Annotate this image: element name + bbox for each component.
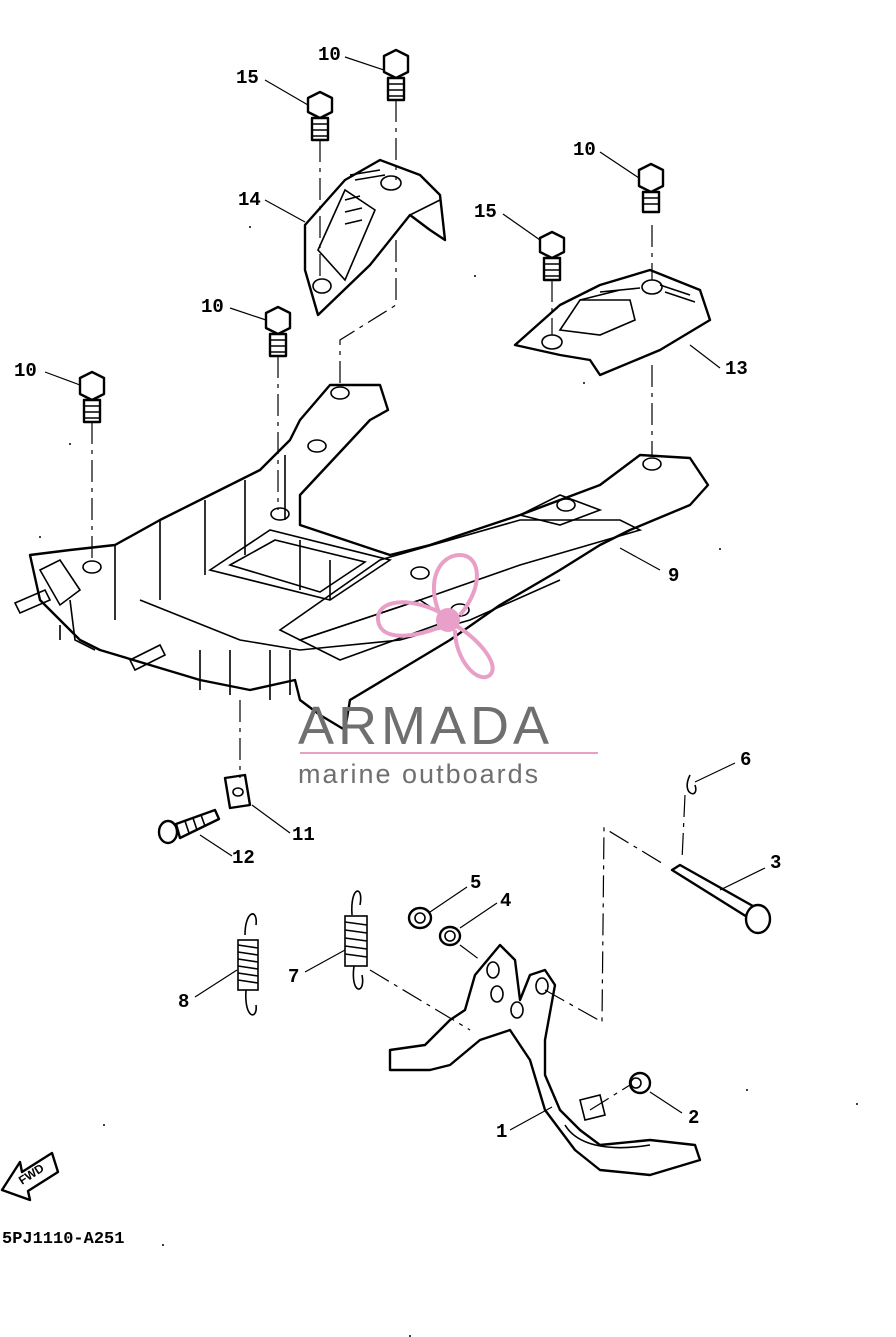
callout-9: 9 bbox=[668, 565, 679, 587]
clip-part-11 bbox=[223, 773, 252, 810]
watermark-tagline: marine outboards bbox=[298, 759, 540, 789]
callout-15: 15 bbox=[474, 201, 497, 223]
callout-5: 5 bbox=[470, 872, 481, 894]
bolt-15-left bbox=[306, 90, 334, 142]
bolt-10-left bbox=[78, 370, 106, 424]
callout-12: 12 bbox=[232, 847, 255, 869]
bolt-10-right bbox=[637, 162, 665, 214]
callout-labels: 10 15 14 10 15 10 10 13 9 6 11 12 3 5 4 … bbox=[14, 44, 781, 1143]
cover-part-14 bbox=[303, 158, 447, 317]
callout-14: 14 bbox=[238, 189, 261, 211]
callout-15: 15 bbox=[236, 67, 259, 89]
washer-part-2 bbox=[628, 1071, 652, 1095]
frame-part-9 bbox=[13, 383, 710, 732]
watermark-brand: ARMADA bbox=[298, 696, 553, 756]
callout-8: 8 bbox=[178, 991, 189, 1013]
alignment-lines bbox=[91, 100, 686, 1111]
propeller-logo-icon bbox=[376, 552, 495, 680]
callout-4: 4 bbox=[500, 890, 511, 912]
callout-10: 10 bbox=[318, 44, 341, 66]
fwd-direction-arrow: FWD bbox=[0, 1151, 60, 1202]
callout-7: 7 bbox=[288, 966, 299, 988]
spring-part-7 bbox=[344, 890, 368, 990]
callout-3: 3 bbox=[770, 852, 781, 874]
washer-part-5 bbox=[407, 906, 433, 930]
callout-2: 2 bbox=[688, 1107, 699, 1129]
bolt-10-top bbox=[382, 48, 410, 102]
callout-6: 6 bbox=[740, 749, 751, 771]
leader-lines bbox=[44, 56, 766, 1131]
watermark-logo: ARMADA marine outboards bbox=[298, 552, 598, 789]
cover-part-13 bbox=[513, 268, 712, 377]
callout-10: 10 bbox=[14, 360, 37, 382]
pin-part-6 bbox=[686, 774, 697, 795]
shaft-part-3 bbox=[670, 863, 772, 935]
bolt-15-right bbox=[538, 230, 566, 282]
drawing-code: 5PJ1110-A251 bbox=[2, 1230, 124, 1249]
main-stand-part-1 bbox=[388, 943, 702, 1177]
callout-11: 11 bbox=[292, 824, 315, 846]
spring-part-8 bbox=[237, 913, 259, 1016]
callout-10: 10 bbox=[573, 139, 596, 161]
callout-13: 13 bbox=[725, 358, 748, 380]
callout-10: 10 bbox=[201, 296, 224, 318]
washer-part-4 bbox=[438, 925, 462, 947]
callout-1: 1 bbox=[496, 1121, 507, 1143]
bolt-10-middle bbox=[264, 305, 292, 358]
screw-part-12 bbox=[157, 808, 221, 845]
